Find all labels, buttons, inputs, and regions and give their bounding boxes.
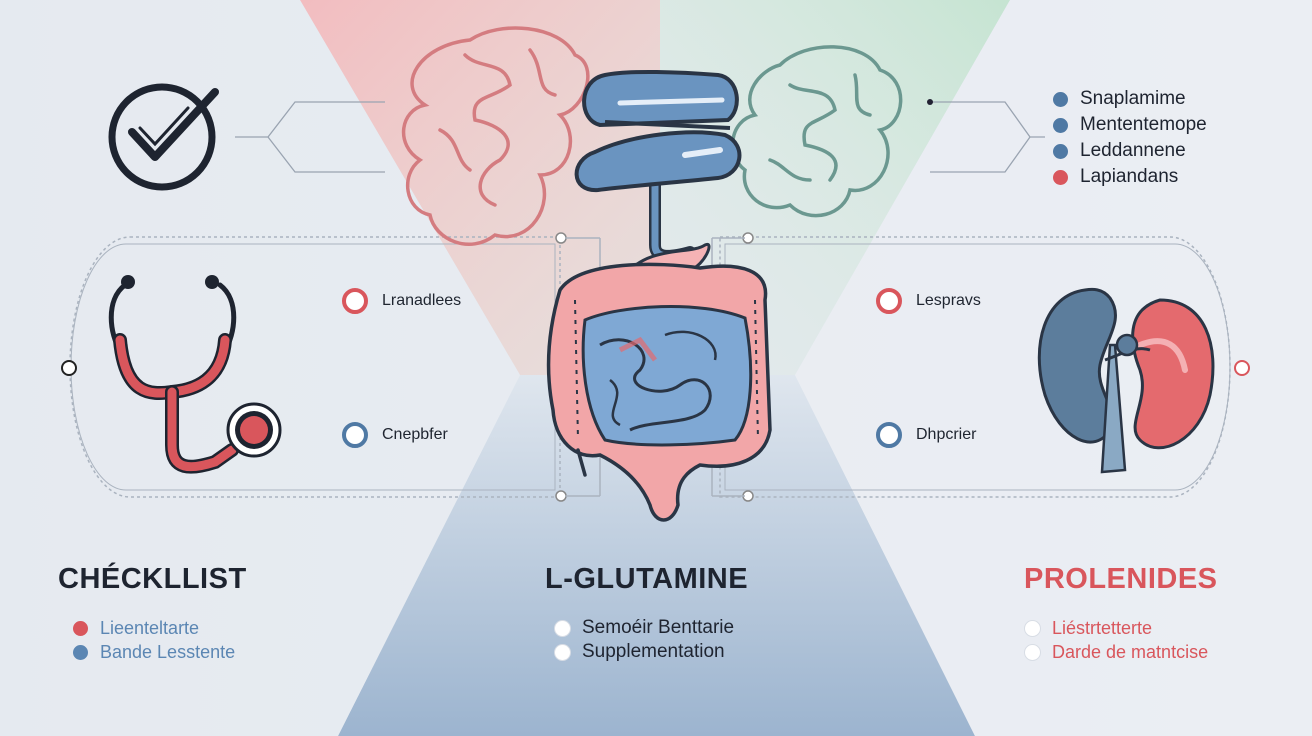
kidney-icon [1037,287,1215,474]
legend-bullet [1053,143,1068,159]
node-left-bottom: Cnepbfer [342,422,448,448]
node-right-top: Lespravs [876,288,981,314]
legend-bullet [1053,169,1068,185]
node-dot [342,422,368,448]
right-item-label: Darde de matntcise [1052,642,1209,662]
checklist-item-label: Bande Lesstente [100,642,236,662]
checklist-bullet [73,621,88,636]
node-dot [342,288,368,314]
checklist-item: Bande Lesstente [73,642,235,663]
center-bullet [555,644,570,660]
brain-outline-green [730,45,903,218]
checklist-bullet [73,645,88,660]
right-bullet [1025,621,1040,636]
center-item: Semoéir Benttarie [555,617,734,639]
node-label: Cnepbfer [382,426,448,443]
right-item: Darde de matntcise [1025,642,1208,663]
stethoscope-icon [108,275,282,474]
right-bullet [1025,645,1040,660]
legend-item: Lapiandans [1053,166,1178,188]
checklist-item: Lieenteltarte [73,618,199,639]
checklist-heading: CHÉCKLLIST [58,563,247,595]
legend-label: Leddannene [1080,140,1186,161]
checkmark-circle-icon [108,83,219,191]
node-left-top: Lranadlees [342,288,461,314]
legend-label: Snaplamime [1080,88,1186,109]
node-right-bottom: Dhpcrier [876,422,976,448]
node-label: Dhpcrier [916,426,977,443]
center-item: Supplementation [555,641,725,663]
node-dot [876,422,902,448]
legend-bullet [1053,91,1068,107]
center-bullet [555,620,570,636]
right-item-label: Liéstrtetterte [1052,618,1153,638]
intestine-icon [546,242,772,522]
right-item: Liéstrtetterte [1025,618,1152,639]
legend-label: Mententemope [1080,114,1207,135]
center-item-label: Semoéir Benttarie [582,617,735,638]
brain-outline-red [402,26,590,246]
legend-item: Leddannene [1053,140,1186,162]
legend-item: Snaplamime [1053,88,1186,110]
frame-node-left [61,360,77,376]
l-glutamine-heading: L-GLUTAMINE [545,563,749,595]
checklist-item-label: Lieenteltarte [100,618,200,638]
node-dot [876,288,902,314]
node-label: Lespravs [916,292,981,309]
legend-label: Lapiandans [1080,166,1179,187]
node-label: Lranadlees [382,292,462,309]
legend-bullet [1053,117,1068,133]
frame-node-right [1234,360,1250,376]
legend-item: Mententemope [1053,114,1207,136]
center-item-label: Supplementation [582,641,725,662]
prolenides-heading: PROLENIDES [1024,563,1218,595]
